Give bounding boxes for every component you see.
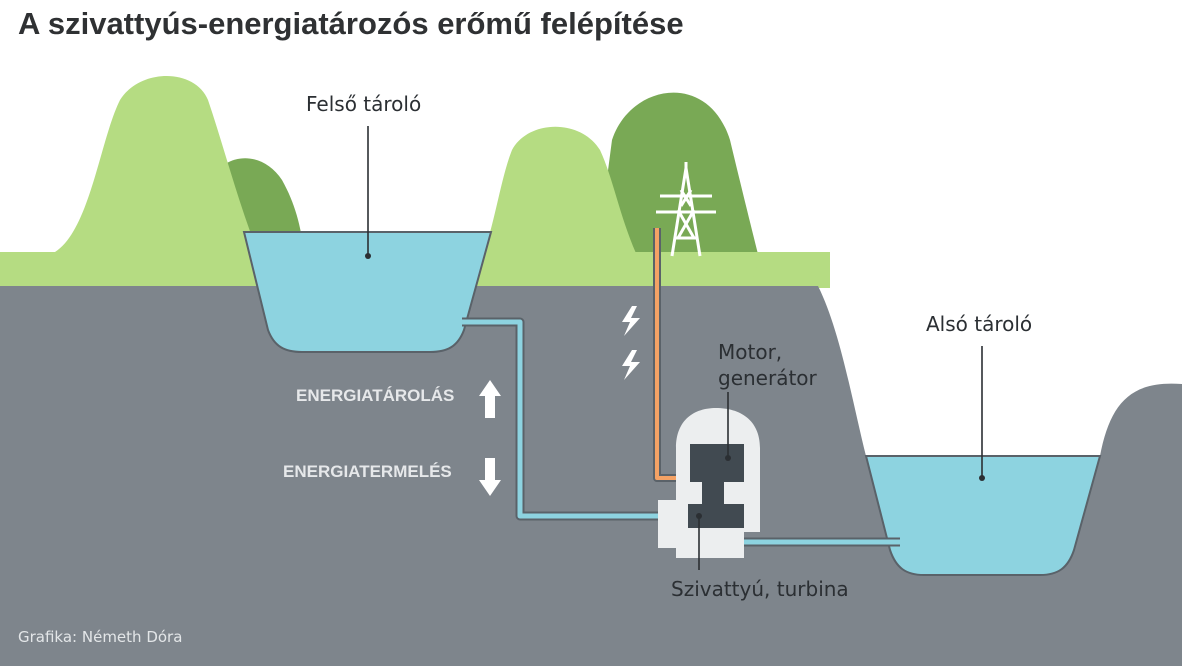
dark-hill-right	[596, 92, 760, 262]
upper-reservoir-label: Felső tároló	[306, 92, 422, 116]
lower-reservoir-label: Alsó tároló	[926, 312, 1033, 336]
arrow-up-icon	[479, 380, 501, 418]
lower-reservoir-dot	[979, 475, 985, 481]
motor-generator	[690, 444, 744, 482]
credit: Grafika: Németh Dóra	[18, 628, 183, 646]
lightning-icon	[622, 350, 640, 380]
motor-label-line2: generátor	[718, 366, 817, 390]
grass-edge-right	[750, 256, 830, 288]
ground	[0, 286, 1182, 666]
light-hill-left	[0, 76, 262, 262]
pump-turbine-label: Szivattyú, turbina	[671, 577, 849, 601]
shaft	[702, 482, 724, 504]
lightning-icon	[622, 306, 640, 336]
energy-storage-label: ENERGIATÁROLÁS	[296, 386, 455, 405]
diagram-title: A szivattyús-energiatározós erőmű felépí…	[18, 6, 684, 41]
arrow-down-icon	[479, 458, 501, 496]
motor-label-line1: Motor,	[718, 340, 783, 364]
upper-pipe-inner	[462, 319, 690, 519]
lower-reservoir-water	[864, 455, 1102, 576]
power-pylon-icon	[656, 162, 716, 257]
energy-generation-label: ENERGIATERMELÉS	[283, 462, 452, 481]
upper-reservoir-water	[242, 231, 493, 353]
upper-reservoir-dot	[365, 253, 371, 259]
light-hill-middle	[480, 126, 640, 262]
